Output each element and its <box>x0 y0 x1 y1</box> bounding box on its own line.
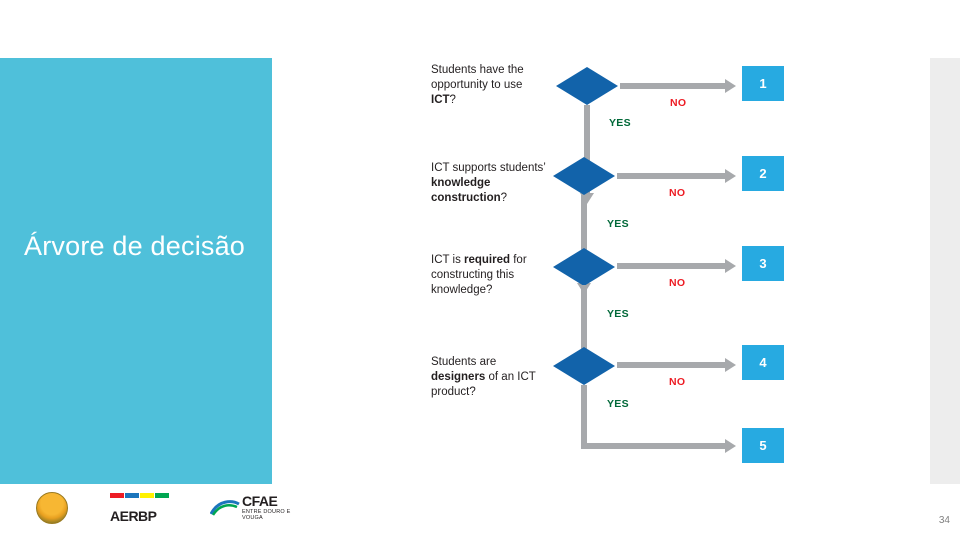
label-no-3: NO <box>669 277 686 289</box>
swoosh-icon <box>210 500 240 516</box>
question-text-1: Students have the opportunity to use ICT… <box>431 63 549 108</box>
label-yes-2: YES <box>607 218 629 230</box>
crest-icon <box>36 492 68 524</box>
arrow-no-3 <box>617 263 725 269</box>
label-no-1: NO <box>670 97 687 109</box>
logo-aerbp-text: AERBP <box>110 508 157 524</box>
arrow-yes-1-head <box>580 193 594 204</box>
result-box-4: 4 <box>742 345 784 380</box>
arrow-yes-2 <box>581 195 587 283</box>
arrow-final-head <box>725 439 736 453</box>
arrow-no-1-head <box>725 79 736 93</box>
label-yes-4: YES <box>607 398 629 410</box>
title-panel <box>0 58 272 484</box>
arrow-no-1 <box>620 83 725 89</box>
logo-aerbp: AERBP <box>110 490 182 526</box>
logo-bar-yellow <box>140 493 154 498</box>
label-no-4: NO <box>669 376 686 388</box>
question-text-3: ICT is required for constructing this kn… <box>431 253 549 298</box>
label-yes-3: YES <box>607 308 629 320</box>
logo-bar-blue <box>125 493 139 498</box>
label-yes-1: YES <box>609 117 631 129</box>
arrow-no-3-head <box>725 259 736 273</box>
arrow-yes-4 <box>581 385 587 449</box>
logo-school-crest <box>22 489 82 527</box>
decision-tree-diagram: Students have the opportunity to use ICT… <box>415 55 815 485</box>
footer-logos: AERBP CFAE ENTRE DOURO E VOUGA <box>22 488 294 528</box>
label-no-2: NO <box>669 187 686 199</box>
arrow-no-4 <box>617 362 725 368</box>
arrow-yes-1 <box>584 105 590 193</box>
logo-cfae: CFAE ENTRE DOURO E VOUGA <box>210 491 294 525</box>
question-2-content: ICT supports students’ knowledge constru… <box>431 162 546 204</box>
logo-bar-red <box>110 493 124 498</box>
arrow-yes-3 <box>581 285 587 373</box>
question-1-content: Students have the opportunity to use ICT… <box>431 64 524 106</box>
page-title: Árvore de decisão <box>24 231 246 261</box>
logo-cfae-subtitle: ENTRE DOURO E VOUGA <box>242 509 291 521</box>
arrow-final <box>581 443 725 449</box>
result-box-5: 5 <box>742 428 784 463</box>
page-number: 34 <box>938 515 950 526</box>
question-3-content: ICT is required for constructing this kn… <box>431 254 527 296</box>
decision-diamond-3 <box>553 248 615 286</box>
logo-cfae-name: CFAE <box>242 493 278 509</box>
question-4-content: Students are designers of an ICT product… <box>431 356 536 398</box>
arrow-no-2 <box>617 173 725 179</box>
result-box-3: 3 <box>742 246 784 281</box>
arrow-no-4-head <box>725 358 736 372</box>
result-box-2: 2 <box>742 156 784 191</box>
result-box-1: 1 <box>742 66 784 101</box>
right-side-strip <box>930 58 960 484</box>
question-text-2: ICT supports students’ knowledge constru… <box>431 161 549 206</box>
logo-bar-green <box>155 493 169 498</box>
question-text-4: Students are designers of an ICT product… <box>431 355 549 400</box>
decision-diamond-2 <box>553 157 615 195</box>
arrow-no-2-head <box>725 169 736 183</box>
decision-diamond-1 <box>556 67 618 105</box>
decision-diamond-4 <box>553 347 615 385</box>
